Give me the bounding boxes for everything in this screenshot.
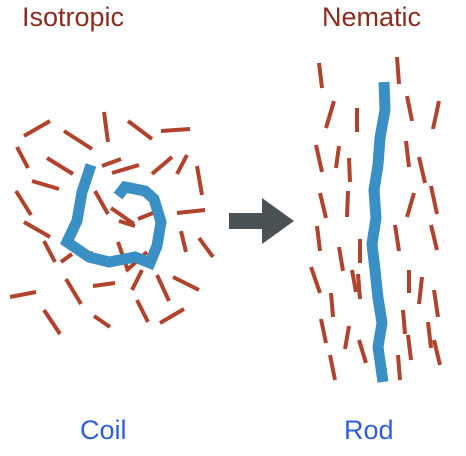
nematic-rod — [405, 95, 414, 122]
isotropic-rod — [135, 299, 150, 323]
isotropic-rod — [45, 156, 75, 176]
nematic-rod — [315, 225, 322, 252]
nematic-rod — [314, 144, 324, 173]
isotropic-rod — [14, 189, 33, 217]
nematic-rod — [350, 269, 358, 293]
nematic-rod — [405, 192, 416, 218]
nematic-rod — [318, 192, 328, 219]
isotropic-rod — [179, 230, 188, 253]
nematic-rod — [417, 156, 427, 184]
nematic-rod — [432, 289, 440, 318]
nematic-rod — [431, 100, 441, 130]
nematic-rod — [357, 339, 368, 364]
isotropic-rod — [62, 129, 94, 151]
isotropic-rod — [42, 308, 62, 336]
isotropic-rod — [118, 219, 136, 228]
isotropic-rod — [195, 165, 204, 196]
nematic-rod — [432, 339, 442, 366]
isotropic-rod — [158, 307, 186, 325]
nematic-rod — [356, 273, 362, 300]
isotropic-rod — [92, 281, 116, 288]
coil-label: Coil — [80, 415, 127, 445]
isotropic-rod — [111, 163, 140, 175]
nematic-rod — [393, 224, 401, 252]
nematic-rods — [309, 56, 442, 381]
isotropic-rod — [64, 277, 83, 306]
nematic-rod — [309, 266, 322, 294]
isotropic-rod — [31, 179, 60, 191]
isotropic-rod — [176, 208, 206, 215]
isotropic-rod — [59, 252, 74, 264]
isotropic-rod — [130, 269, 144, 291]
nematic-rod — [417, 276, 424, 305]
nematic-rod — [328, 354, 337, 381]
nematic-rod — [396, 354, 402, 381]
nematic-rod — [429, 185, 439, 215]
isotropic-rod — [23, 220, 51, 239]
nematic-rod — [334, 145, 341, 169]
isotropic-rod — [15, 146, 30, 169]
nematic-rod — [404, 140, 411, 168]
isotropic-rod — [160, 127, 191, 133]
isotropic-rod — [9, 290, 37, 299]
isotropic-rod — [102, 111, 110, 143]
nematic-rod — [345, 190, 350, 218]
isotropic-rod — [23, 119, 51, 138]
isotropic-rod — [92, 314, 112, 329]
nematic-rod — [324, 100, 336, 129]
isotropic-rod — [155, 274, 171, 302]
nematic-rod — [319, 318, 328, 344]
isotropic-rod — [175, 154, 189, 175]
nematic-rod — [429, 224, 439, 251]
nematic-rod — [401, 309, 407, 335]
nematic-rod — [329, 292, 335, 318]
rod-label: Rod — [344, 415, 394, 445]
isotropic-rod — [109, 206, 136, 226]
isotropic-rod — [197, 236, 215, 259]
isotropic-rod — [101, 157, 122, 168]
nematic-rod — [317, 62, 324, 89]
nematic-label: Nematic — [322, 2, 422, 32]
nematic-rod — [426, 321, 433, 349]
isotropic-label: Isotropic — [22, 2, 125, 32]
nematic-rod — [395, 56, 401, 85]
right-arrow-icon — [229, 198, 294, 244]
coil-polymer — [60, 163, 167, 271]
isotropic-rod — [172, 275, 200, 292]
rod-polymer — [366, 81, 391, 383]
isotropic-rod — [93, 190, 110, 215]
nematic-rod — [406, 334, 413, 361]
isotropic-rod — [150, 155, 174, 176]
isotropic-rod — [126, 119, 154, 141]
nematic-rod — [343, 325, 351, 350]
nematic-rod — [337, 246, 345, 272]
nematic-rod — [347, 157, 352, 183]
isotropic-rod — [42, 240, 57, 263]
isotropic-rods — [9, 111, 215, 336]
